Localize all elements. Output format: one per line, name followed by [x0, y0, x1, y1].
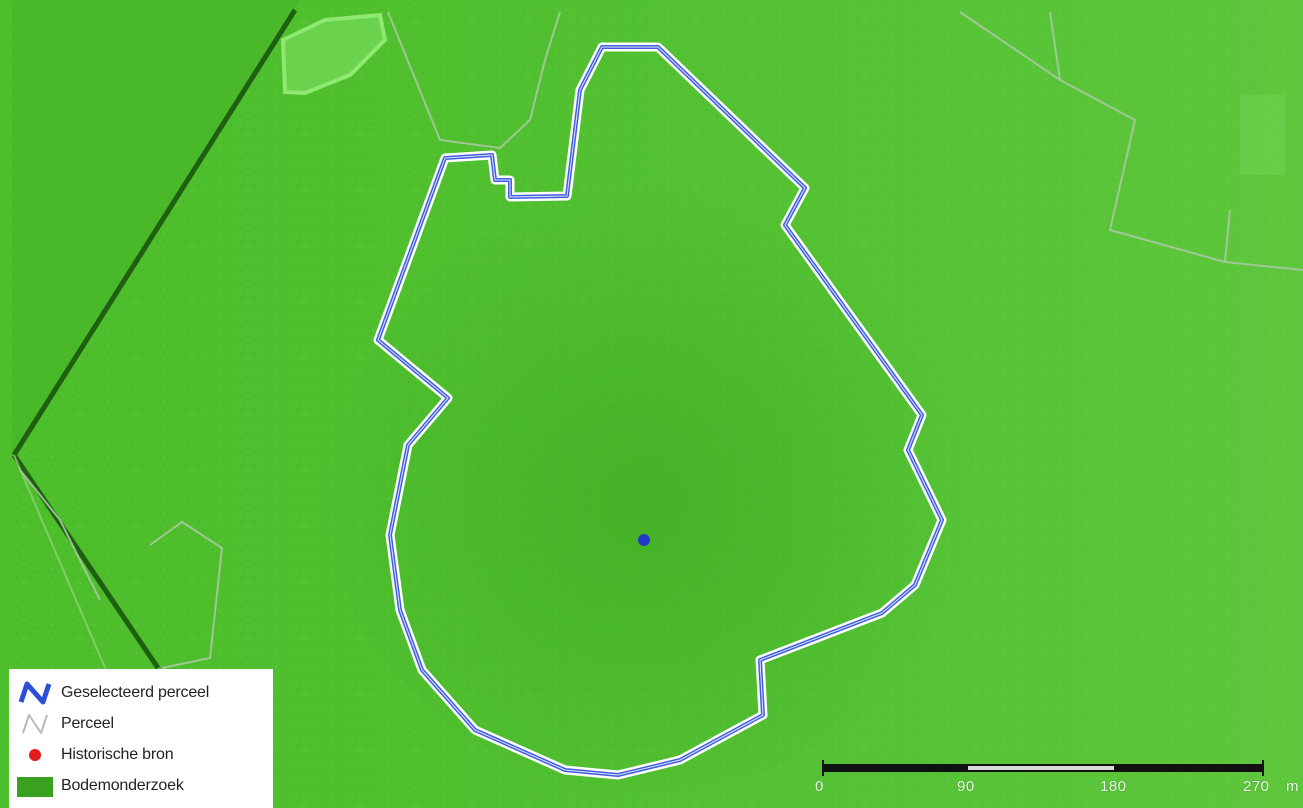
scale-unit: m	[1286, 778, 1299, 795]
scale-label-0: 0	[815, 778, 824, 795]
selected-parcel-inner-line	[377, 46, 943, 776]
selected-parcel-line-icon	[9, 679, 61, 707]
legend-item-parcel: Perceel	[9, 710, 114, 738]
legend-label-historical-source: Historische bron	[61, 746, 174, 763]
legend-label-selected-parcel: Geselecteerd perceel	[61, 684, 210, 701]
light-area-top-right	[1240, 95, 1285, 175]
historical-source-dot-icon	[9, 741, 61, 769]
legend-label-soil-investigation: Bodemonderzoek	[61, 777, 184, 794]
scale-label-90: 90	[957, 778, 975, 795]
dark-edge-line-lower	[11, 453, 161, 670]
parcel-line-icon	[9, 710, 61, 738]
legend-label-parcel: Perceel	[61, 715, 114, 732]
scale-label-180: 180	[1100, 778, 1127, 795]
legend-item-soil-investigation: Bodemonderzoek	[9, 772, 184, 800]
terrain-darker-zone	[320, 150, 980, 790]
legend-item-selected-parcel: Geselecteerd perceel	[9, 679, 209, 707]
dark-edge-line-upper	[11, 8, 298, 457]
light-parcel-top	[280, 12, 388, 96]
soil-investigation-area-icon	[9, 772, 61, 800]
parcel-centroid-marker[interactable]	[638, 534, 650, 546]
map-legend: Geselecteerd perceel Perceel Historische…	[9, 669, 273, 808]
parcel-outlines	[19, 11, 1303, 669]
scale-bar	[822, 760, 1264, 776]
scale-label-270: 270	[1243, 778, 1270, 795]
legend-item-historical-source: Historische bron	[9, 741, 174, 769]
